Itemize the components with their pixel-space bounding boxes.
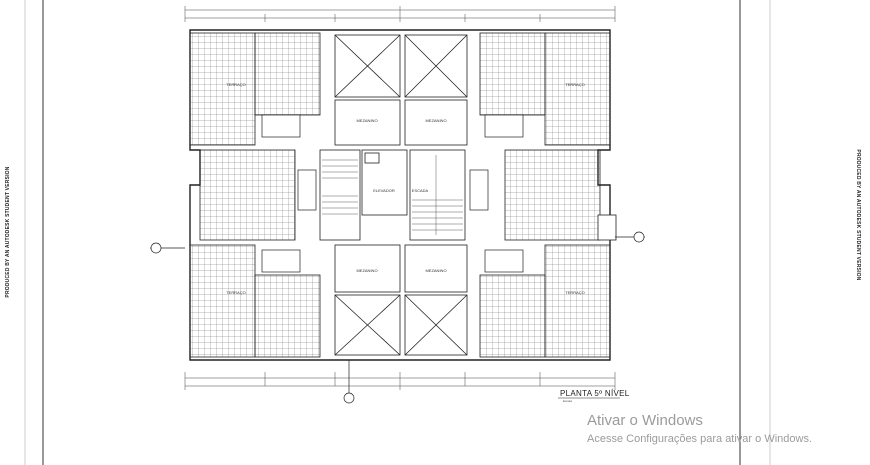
windows-activation-title: Ativar o Windows [587, 412, 703, 429]
terrace-mid-right [504, 149, 601, 241]
plan-title: PLANTA 5º NÍVEL [560, 389, 630, 398]
terrace-bottom-left [189, 244, 256, 358]
axis-marker-right [615, 231, 645, 243]
terrace-top-left-inner [254, 32, 321, 116]
terrace-bottom-right-inner [479, 274, 546, 358]
terrace-top-left [189, 32, 256, 146]
void-bottom-left [334, 294, 401, 356]
room-label-mezanino-3: MEZANINO [356, 268, 378, 273]
void-top-left [334, 34, 401, 98]
stair-treads-right [412, 155, 463, 235]
terrace-mid-left [199, 149, 296, 241]
terrace-top-right [544, 32, 611, 146]
autodesk-watermark-right: PRODUCED BY AN AUTODESK STUDENT VERSION [855, 149, 861, 281]
axis-marker-left [150, 242, 185, 254]
top-dimension-lines [184, 6, 616, 22]
axis-marker-bottom [343, 360, 355, 404]
room-label-mezanino-4: MEZANINO [425, 268, 447, 273]
stair-treads-left [322, 159, 358, 215]
room-label-mezanino-2: MEZANINO [425, 118, 447, 123]
room-label-terrace-4: TERRAÇO [565, 290, 585, 295]
plan-scale-note: Escala [563, 399, 573, 403]
void-bottom-right [404, 294, 468, 356]
side-bay-right [597, 214, 617, 241]
room-label-elevator: ELEVADOR [373, 188, 395, 193]
terrace-bottom-right [544, 244, 611, 358]
room-label-terrace-3: TERRAÇO [226, 290, 246, 295]
room-label-mezanino-1: MEZANINO [356, 118, 378, 123]
room-label-stair: ESCADA [411, 188, 429, 193]
terrace-top-right-inner [479, 32, 546, 116]
terrace-bottom-left-inner [254, 274, 321, 358]
bathrooms [261, 114, 524, 273]
room-label-terrace-1: TERRAÇO [226, 82, 246, 87]
windows-activation-subtitle: Acesse Configurações para ativar o Windo… [587, 433, 812, 445]
void-top-right [404, 34, 468, 98]
room-label-terrace-2: TERRAÇO [565, 82, 585, 87]
autodesk-watermark-left: PRODUCED BY AN AUTODESK STUDENT VERSION [5, 166, 11, 298]
bottom-dimension-lines [184, 372, 616, 390]
central-rooms [334, 99, 468, 293]
stair-core [319, 149, 466, 241]
